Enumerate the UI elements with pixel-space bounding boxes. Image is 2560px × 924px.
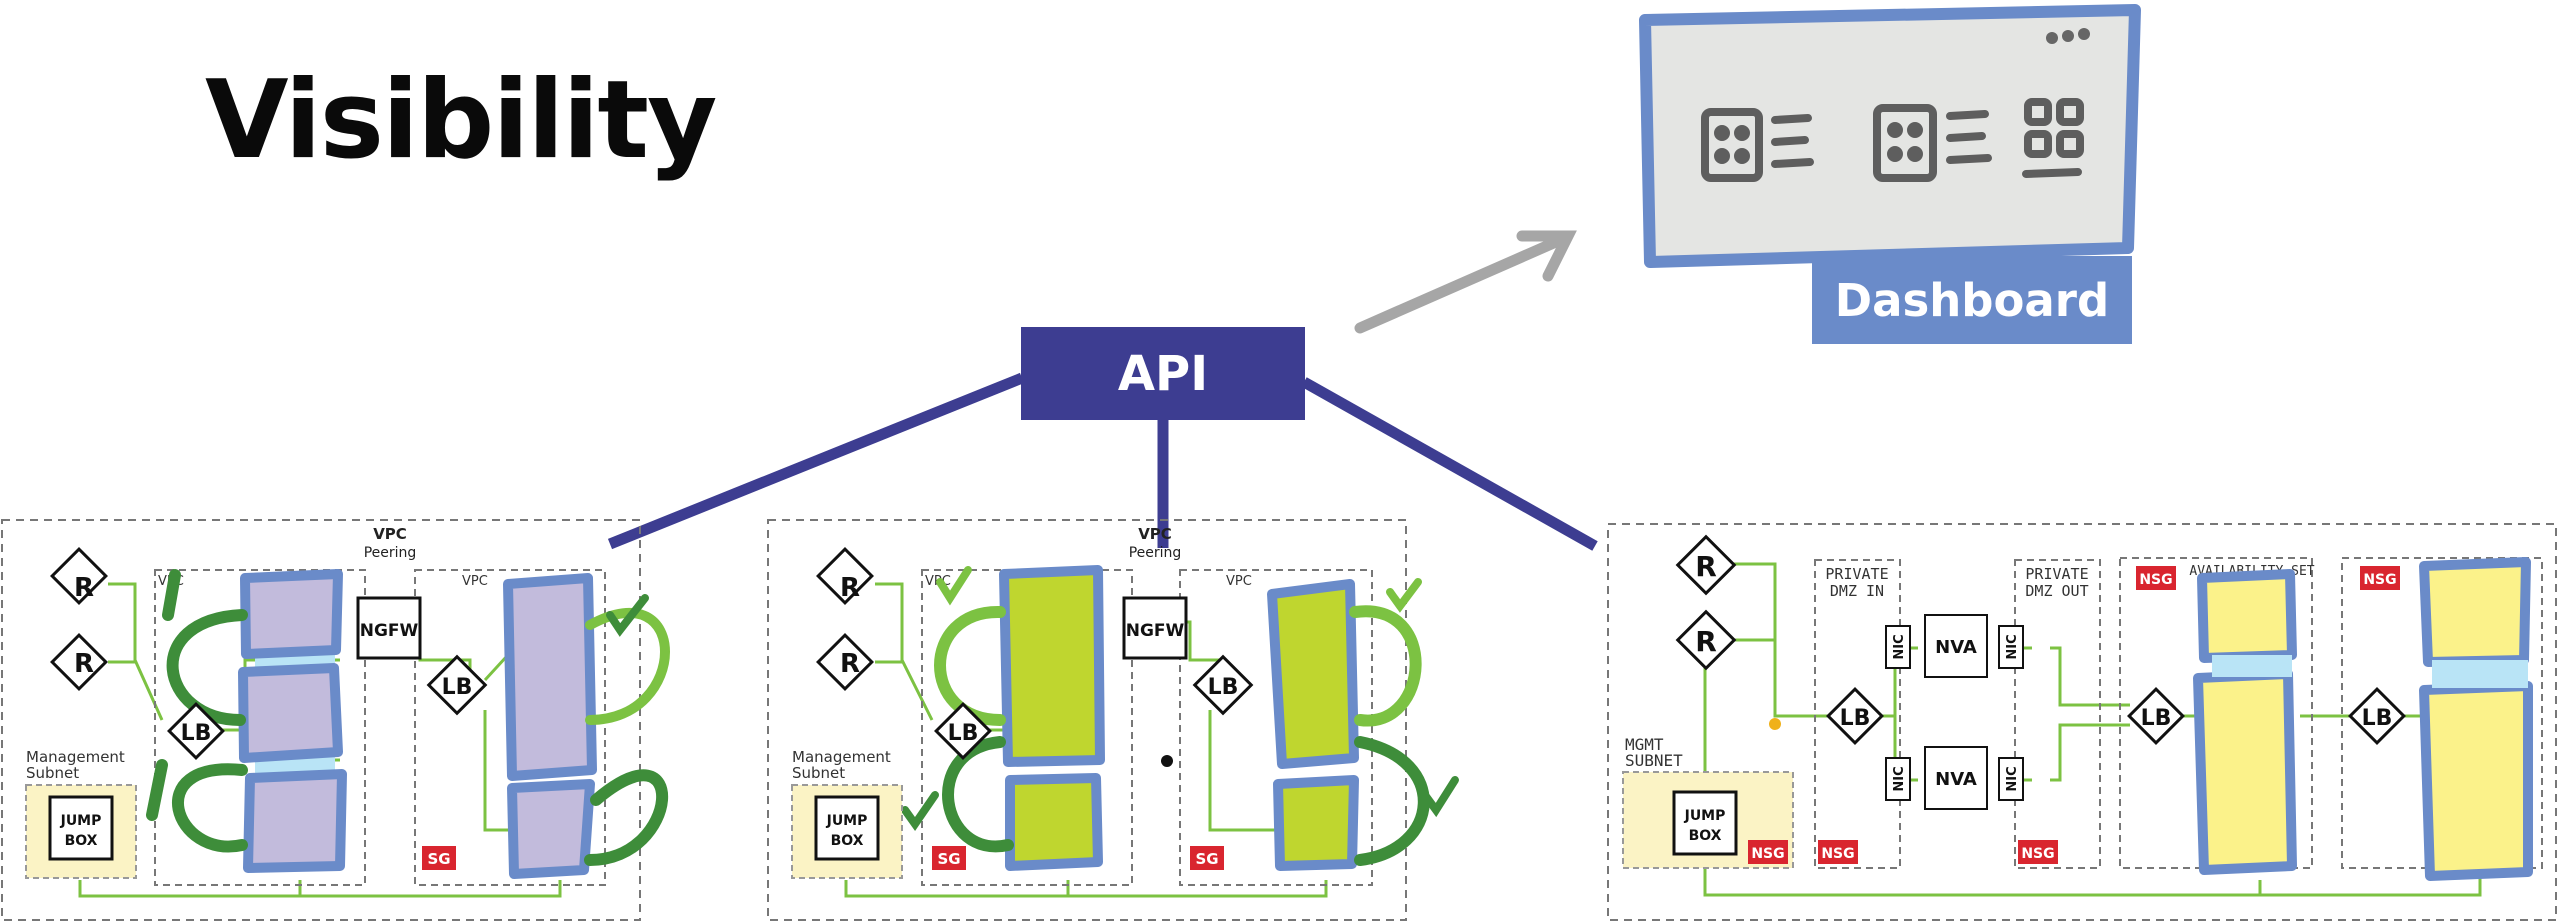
svg-text:SG: SG — [937, 850, 960, 868]
svg-text:NVA: NVA — [1935, 637, 1977, 658]
svg-text:NIC: NIC — [2005, 766, 2020, 791]
svg-text:MGMT: MGMT — [1625, 735, 1664, 754]
arrow-to-dashboard — [1354, 230, 1577, 334]
nva-box: NVA — [1924, 746, 1988, 810]
sg-badge: SG — [422, 846, 456, 870]
nic-icon: NIC — [1885, 625, 1911, 669]
svg-text:Management: Management — [792, 748, 891, 766]
router-icon: R — [50, 547, 108, 605]
svg-text:R: R — [840, 649, 860, 679]
svg-text:R: R — [1695, 625, 1717, 658]
load-balancer-icon: LB — [2348, 687, 2406, 745]
page-title: Visibility — [205, 58, 717, 183]
dashboard-label-text: Dashboard — [1834, 273, 2110, 327]
load-balancer-icon: LB — [1826, 687, 1884, 745]
api-connectors — [607, 372, 1598, 551]
svg-text:BOX: BOX — [1689, 828, 1722, 844]
svg-text:Management: Management — [26, 748, 125, 766]
jump-box: JUMP BOX — [1672, 790, 1738, 856]
svg-text:SUBNET: SUBNET — [1625, 751, 1683, 770]
nsg-badge: NSG — [2018, 840, 2058, 864]
router-icon: R — [1675, 534, 1737, 596]
svg-text:NSG: NSG — [2021, 846, 2054, 862]
svg-text:SG: SG — [1195, 850, 1218, 868]
load-balancer-icon: LB — [167, 702, 225, 760]
svg-text:SG: SG — [427, 850, 450, 868]
nva-box: NVA — [1924, 614, 1988, 678]
svg-text:LB: LB — [1208, 675, 1239, 700]
vpc-right-label: VPC — [462, 574, 488, 589]
svg-text:NGFW: NGFW — [1126, 621, 1185, 641]
svg-text:LB: LB — [442, 675, 473, 700]
nsg-badge: NSG — [1748, 840, 1788, 864]
svg-text:BOX: BOX — [65, 833, 98, 849]
svg-text:DMZ IN: DMZ IN — [1830, 582, 1884, 600]
dashboard-icon — [1639, 4, 2141, 268]
svg-text:Peering: Peering — [1129, 545, 1182, 561]
router-icon: R — [50, 633, 108, 691]
svg-text:JUMP: JUMP — [60, 813, 102, 829]
nsg-badge: NSG — [1818, 840, 1858, 864]
svg-text:NSG: NSG — [2139, 572, 2172, 588]
svg-text:NVA: NVA — [1935, 769, 1977, 790]
svg-text:LB: LB — [1840, 706, 1871, 731]
svg-text:R: R — [840, 573, 860, 603]
svg-text:NSG: NSG — [1751, 846, 1784, 862]
svg-text:LB: LB — [2362, 706, 2393, 731]
svg-text:DMZ OUT: DMZ OUT — [2025, 582, 2088, 600]
svg-text:PRIVATE: PRIVATE — [2025, 565, 2088, 583]
router-icon: R — [1675, 609, 1737, 671]
svg-text:NIC: NIC — [1892, 634, 1907, 659]
jump-box: JUMP BOX — [814, 795, 880, 861]
api-box: API — [1021, 327, 1305, 420]
svg-text:Subnet: Subnet — [792, 764, 845, 782]
nsg-badge: NSG — [2136, 566, 2176, 590]
load-balancer-icon: LB — [426, 654, 488, 716]
svg-text:NSG: NSG — [1821, 846, 1854, 862]
svg-text:VPC: VPC — [1138, 525, 1172, 543]
api-label: API — [1117, 345, 1209, 402]
router-icon: R — [816, 547, 874, 605]
vpc-peering-label: VPC — [373, 525, 407, 543]
sg-badge: SG — [932, 846, 966, 870]
dashboard-label: Dashboard — [1812, 256, 2132, 344]
svg-text:PRIVATE: PRIVATE — [1825, 565, 1888, 583]
svg-text:LB: LB — [181, 721, 212, 746]
nic-icon: NIC — [1998, 757, 2024, 801]
svg-text:JUMP: JUMP — [1684, 808, 1726, 824]
svg-text:VPC: VPC — [1226, 574, 1252, 589]
svg-text:R: R — [74, 573, 94, 603]
ngfw-box: NGFW — [1122, 596, 1188, 660]
load-balancer-icon: LB — [2127, 687, 2185, 745]
svg-text:NSG: NSG — [2363, 572, 2396, 588]
svg-text:LB: LB — [2141, 706, 2172, 731]
svg-text:NIC: NIC — [2005, 634, 2020, 659]
nsg-badge: NSG — [2360, 566, 2400, 590]
svg-text:NIC: NIC — [1892, 766, 1907, 791]
load-balancer-icon: LB — [1192, 654, 1254, 716]
nic-icon: NIC — [1998, 625, 2024, 669]
svg-text:R: R — [1695, 550, 1717, 583]
svg-text:NGFW: NGFW — [360, 621, 419, 641]
aws-panel-middle: VPC Peering VPC VPC R R — [767, 519, 1459, 921]
nic-icon: NIC — [1885, 757, 1911, 801]
svg-text:LB: LB — [948, 721, 979, 746]
peering-label: Peering — [364, 545, 417, 561]
ngfw-box: NGFW — [356, 596, 422, 660]
aws-panel-left: VPC Peering VPC VPC R R — [1, 519, 670, 921]
jump-box: JUMP BOX — [48, 795, 114, 861]
svg-text:R: R — [74, 649, 94, 679]
router-icon: R — [816, 633, 874, 691]
svg-text:Subnet: Subnet — [26, 764, 79, 782]
svg-text:BOX: BOX — [831, 833, 864, 849]
load-balancer-icon: LB — [934, 702, 992, 760]
azure-panel: PRIVATE DMZ IN PRIVATE DMZ OUT AVAILABIL… — [1607, 523, 2557, 921]
svg-text:JUMP: JUMP — [826, 813, 868, 829]
sg-badge: SG — [1190, 846, 1224, 870]
